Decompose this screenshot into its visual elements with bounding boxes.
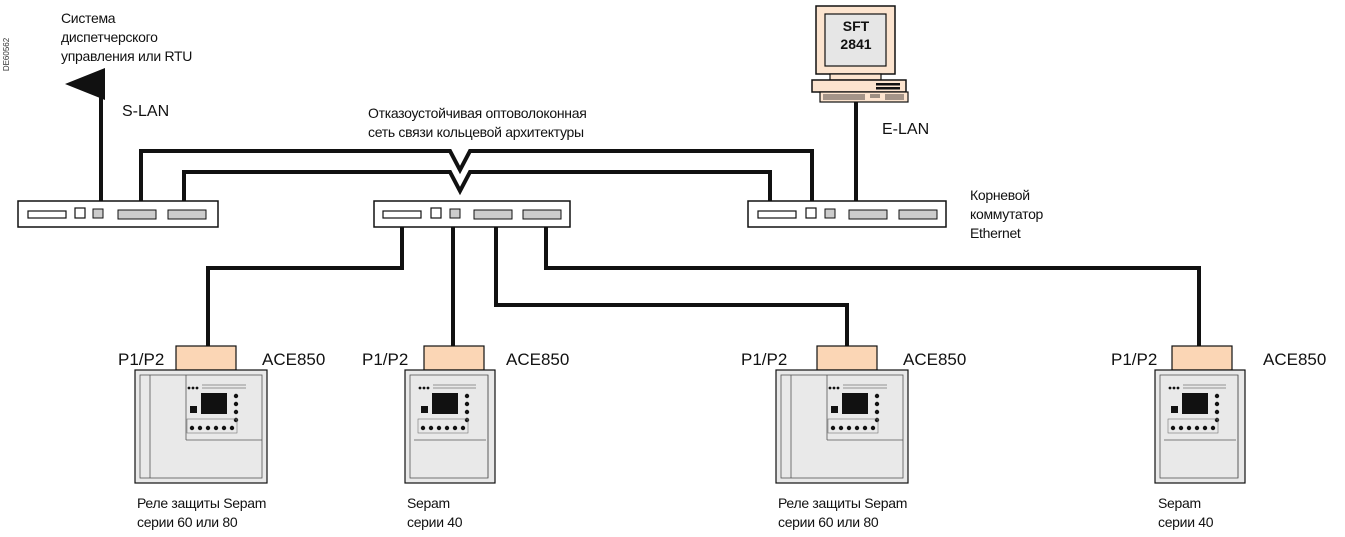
ring-inner [182, 170, 772, 201]
scada-label: Система диспетчерского управления или RT… [61, 9, 192, 66]
relay-2 [404, 345, 496, 484]
ring-cables [139, 149, 814, 201]
ring-outer [139, 149, 814, 201]
drop-cables [206, 227, 1201, 346]
relay-2-module: ACE850 [506, 350, 570, 369]
scada-line1: Система [61, 10, 116, 26]
relay-2-line1: Sepam [407, 495, 450, 511]
root-switch-label: Корневой коммутатор Ethernet [970, 186, 1043, 243]
switch-root [747, 200, 947, 228]
scada-line3: управления или RTU [61, 48, 193, 64]
relay-2-caption: Sepam серии 40 [407, 494, 463, 532]
relay-3-line2: серии 60 или 80 [778, 514, 879, 530]
ring-network-label: Отказоустойчивая оптоволоконная сеть свя… [368, 104, 587, 142]
relay-3-line1: Реле защиты Sepam [778, 495, 908, 511]
relay-1-module: ACE850 [262, 350, 326, 369]
cable-relay-1 [206, 227, 404, 346]
relay-1-port: P1/P2 [118, 350, 165, 369]
relay-1-caption: Реле защиты Sepam серии 60 или 80 [137, 494, 266, 532]
switch-center [373, 200, 571, 228]
ring-line2: сеть связи кольцевой архитектуры [368, 124, 584, 140]
root-switch-line2: коммутатор [970, 206, 1044, 222]
ring-line1: Отказоустойчивая оптоволоконная [368, 105, 587, 121]
pc-screen-line1: SFT [842, 18, 870, 34]
relay-4 [1154, 345, 1246, 484]
relay-1-line1: Реле защиты Sepam [137, 495, 267, 511]
relay-4-line1: Sepam [1158, 495, 1201, 511]
root-switch-line3: Ethernet [970, 225, 1021, 241]
relay-2-port: P1/P2 [362, 350, 409, 369]
slan-label: S-LAN [122, 103, 170, 120]
root-switch-line1: Корневой [970, 187, 1030, 203]
relay-3-caption: Реле защиты Sepam серии 60 или 80 [778, 494, 907, 532]
relay-2-line2: серии 40 [407, 514, 463, 530]
pc-screen-line2: 2841 [840, 36, 872, 52]
elan-label: E-LAN [882, 121, 930, 138]
relay-4-caption: Sepam серии 40 [1158, 494, 1214, 532]
relay-3-port: P1/P2 [741, 350, 788, 369]
cable-relay-3 [494, 227, 849, 346]
relay-1-line2: серии 60 или 80 [137, 514, 238, 530]
switch-left [17, 200, 219, 228]
cable-relay-4 [544, 227, 1201, 346]
relay-3 [775, 345, 909, 484]
relay-4-module: ACE850 [1263, 350, 1327, 369]
relay-3-module: ACE850 [903, 350, 967, 369]
pc-workstation [811, 5, 909, 103]
scada-line2: диспетчерского [61, 29, 158, 45]
pc-screen-text: SFT 2841 [826, 17, 886, 53]
relay-4-line2: серии 40 [1158, 514, 1214, 530]
relay-4-port: P1/P2 [1111, 350, 1158, 369]
relay-1 [134, 345, 268, 484]
